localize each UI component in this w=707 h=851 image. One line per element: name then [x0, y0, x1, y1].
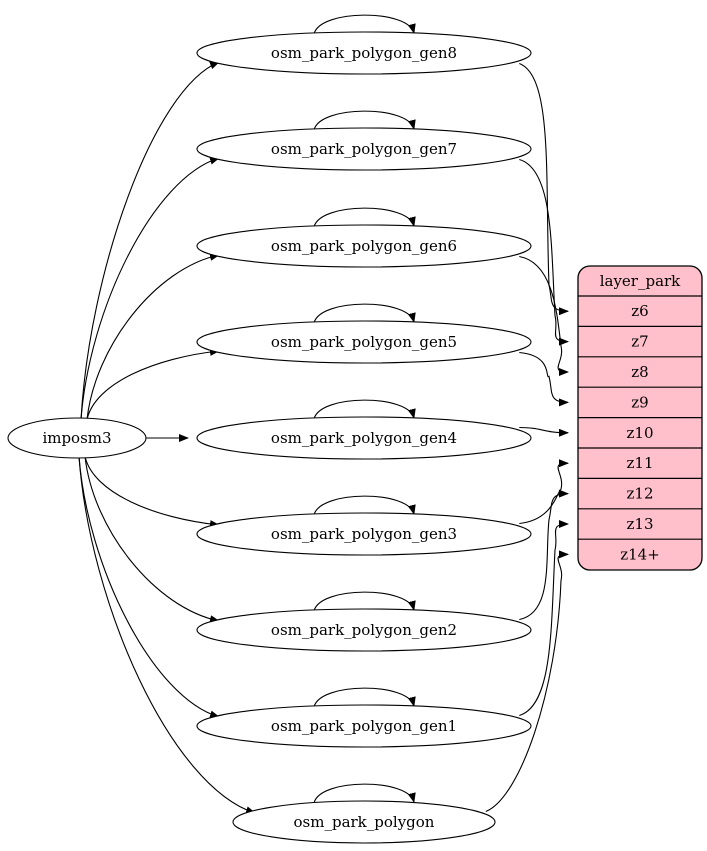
- edges-from-source-group: [78, 61, 256, 815]
- node-gen1-label: osm_park_polygon_gen1: [271, 717, 457, 735]
- layer-table-row-z11[interactable]: z11: [627, 454, 654, 472]
- self-loop-gen1: [313, 687, 416, 708]
- self-loop-gen2: [313, 591, 416, 612]
- edge-gen8-to-z6: [519, 62, 569, 316]
- self-loop-gen7: [313, 110, 416, 131]
- self-loop-gen6: [313, 207, 416, 228]
- node-imposm3-label: imposm3: [42, 429, 111, 447]
- edge-gen2-to-z12: [519, 489, 569, 621]
- edge-imposm3-to-gen3: [84, 456, 220, 529]
- edge-imposm3-to-gen2: [84, 456, 220, 624]
- node-poly-shape[interactable]: [232, 800, 496, 844]
- layer-table-row-z8[interactable]: z8: [631, 363, 648, 381]
- edge-gen3-to-z11: [519, 459, 569, 525]
- self-loop-gen4: [313, 399, 416, 420]
- node-gen1-shape[interactable]: [196, 704, 532, 748]
- self-loop-poly: [313, 783, 416, 804]
- node-gen8-shape[interactable]: [196, 31, 532, 75]
- edges-to-table-group: [485, 62, 569, 813]
- node-gen7-label: osm_park_polygon_gen7: [271, 140, 457, 158]
- self-loop-gen5: [313, 303, 416, 324]
- edge-imposm3-to-gen6: [86, 252, 220, 420]
- layer-table-row-z13[interactable]: z13: [627, 515, 654, 533]
- layer-table-row-z14plus[interactable]: z14+: [620, 545, 660, 563]
- layer-table-row-z6[interactable]: z6: [631, 302, 648, 320]
- edge-imposm3-to-gen1: [78, 456, 220, 719]
- nodes-group: imposm3 osm_park_polygon_gen8 osm_park_pol…: [7, 31, 532, 844]
- node-imposm3-shape[interactable]: [7, 417, 147, 459]
- self-loop-group: [313, 14, 416, 804]
- edge-poly-to-z14plus: [485, 550, 569, 813]
- edge-gen7-to-z7: [519, 158, 569, 346]
- edge-gen6-to-z8: [519, 255, 569, 376]
- edge-gen4-to-z10: [519, 426, 569, 437]
- edge-gen5-to-z9: [519, 351, 569, 407]
- table-group: layer_park z6 z7 z8 z9 z10 z11 z12 z13 z14+: [577, 265, 703, 571]
- node-gen7-shape[interactable]: [196, 127, 532, 171]
- node-poly-label: osm_park_polygon: [294, 813, 435, 831]
- node-gen3-label: osm_park_polygon_gen3: [271, 525, 457, 543]
- layer-table-row-z10[interactable]: z10: [627, 424, 654, 442]
- edge-imposm3-to-gen8: [80, 61, 220, 420]
- layer-table-row-z7[interactable]: z7: [631, 333, 648, 351]
- layer-table-row-z12[interactable]: z12: [627, 485, 654, 503]
- node-gen2-shape[interactable]: [196, 608, 532, 652]
- self-loop-gen3: [313, 495, 416, 516]
- edge-imposm3-to-poly: [78, 456, 256, 815]
- node-gen5-label: osm_park_polygon_gen5: [271, 333, 457, 351]
- layer-table-row-z9[interactable]: z9: [631, 393, 648, 411]
- self-loop-gen8: [313, 14, 416, 35]
- node-gen4-label: osm_park_polygon_gen4: [271, 429, 457, 447]
- node-gen2-label: osm_park_polygon_gen2: [271, 621, 457, 639]
- node-gen5-shape[interactable]: [196, 320, 532, 364]
- node-gen3-shape[interactable]: [196, 512, 532, 556]
- node-gen6-label: osm_park_polygon_gen6: [271, 237, 457, 255]
- edge-imposm3-to-gen5: [86, 347, 220, 420]
- layer-table-title: layer_park: [600, 272, 681, 290]
- node-gen8-label: osm_park_polygon_gen8: [271, 44, 457, 62]
- node-gen6-shape[interactable]: [196, 224, 532, 268]
- node-gen4-shape[interactable]: [196, 416, 532, 460]
- edge-imposm3-to-gen7: [80, 156, 220, 420]
- edge-gen1-to-z13: [519, 520, 569, 717]
